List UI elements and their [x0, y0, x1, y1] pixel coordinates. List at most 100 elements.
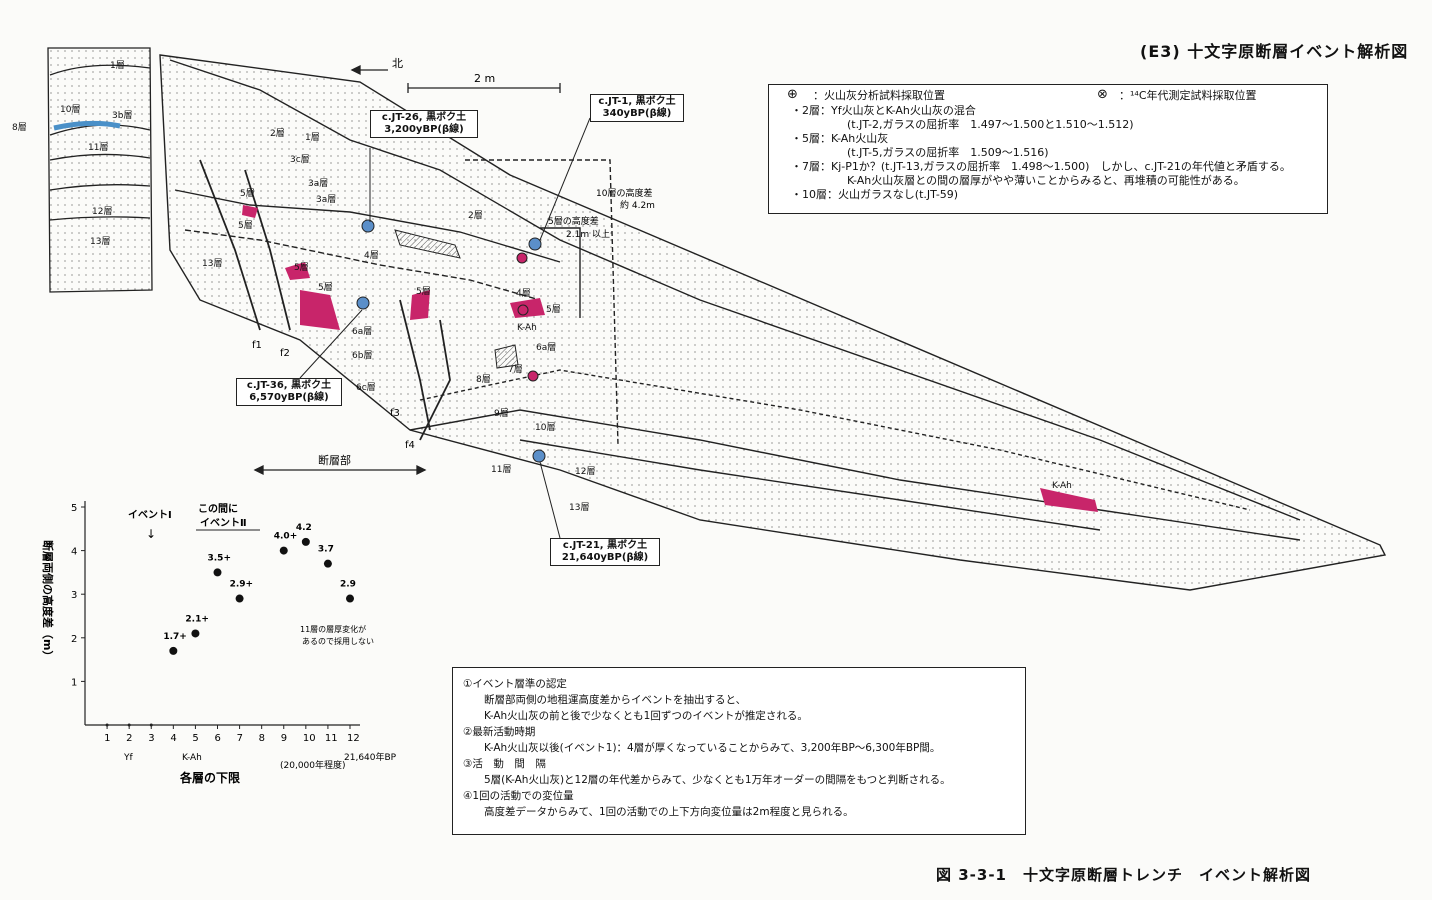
note-line: ①イベント層準の認定: [463, 678, 567, 690]
fault-zone-bracket: [253, 464, 427, 476]
height-diff-10-value: 約 4.2m: [620, 199, 655, 211]
kah-label: K-Ah: [517, 323, 537, 333]
data-point: [346, 594, 354, 603]
x-tick-label: 6: [215, 733, 221, 744]
event1-label: イベントⅠ: [128, 509, 172, 521]
note-line: 断層部両側の地租運高度差からイベントを抽出すると、: [463, 694, 747, 706]
sample-leaders: [299, 117, 591, 539]
x-tick-label: 11: [325, 733, 338, 744]
sample-label: c.JT-36, 黒ボク土: [246, 380, 332, 391]
x-tick-label: 8: [259, 733, 265, 744]
sample-age: 6,570yBP(β線): [249, 392, 329, 403]
height-diff-5-label: 5層の高度差: [548, 215, 599, 227]
data-label: 4.0+: [274, 532, 297, 542]
data-label: 2.1+: [185, 614, 208, 624]
layer-label: 7層: [508, 364, 523, 375]
y-tick-label: 3: [71, 590, 77, 601]
layer-label: 5層: [546, 304, 561, 315]
scale-label: 2 m: [474, 72, 495, 85]
x-tick-label: 3: [148, 733, 154, 744]
fault-label-f1: f1: [252, 340, 262, 351]
layer-label: 5層: [294, 262, 309, 273]
layer-label: 3a層: [308, 178, 328, 189]
data-point: [279, 546, 288, 555]
interpretation-notes: ①イベント層準の認定 断層部両側の地租運高度差からイベントを抽出すると、 K-A…: [452, 667, 1026, 835]
layer-label: 13層: [202, 258, 222, 269]
data-point: [323, 559, 332, 568]
layer-label: 3b層: [112, 110, 132, 121]
layer-label: 6c層: [356, 382, 376, 393]
sample-age: 340yBP(β線): [602, 108, 672, 119]
layer-label: 8層: [12, 122, 27, 133]
layer-label: 13層: [569, 502, 589, 513]
layer-label: 5層: [318, 282, 333, 293]
legend-c14: ：¹⁴C年代測定試料採取位置: [1119, 89, 1257, 102]
layer-label: 2層: [270, 128, 285, 139]
yf-label: Yf: [123, 753, 133, 763]
sample-age: 3,200yBP(β線): [384, 124, 464, 135]
fault-label-f4: f4: [405, 440, 415, 451]
x-tick-label: 1: [104, 733, 110, 744]
x-tick-label: 4: [170, 733, 176, 744]
note-line: 5層(K-Ah火山灰)と12層の年代差からみて、少なくとも1万年オーダーの間隔を…: [463, 774, 951, 786]
kah-label: K-Ah: [1052, 481, 1072, 491]
x-tick-label: 7: [237, 733, 243, 744]
trench-main-wall: [159, 54, 1387, 591]
legend-line-4: (t.JT-5,ガラスの屈折率 1.509〜1.516): [847, 146, 1049, 159]
event2-label: イベントⅡ: [200, 517, 247, 529]
event1-arrow-icon: ↓: [146, 527, 156, 541]
data-label: 4.2: [296, 523, 312, 533]
north-label: 北: [392, 57, 403, 70]
x-tick-label: 2: [126, 733, 132, 744]
fault-label-f2: f2: [280, 348, 290, 359]
zero-point: [105, 723, 109, 727]
layer-label: 5層: [240, 188, 255, 199]
layer-label: 2層: [468, 210, 483, 221]
x-tick-label: 9: [281, 733, 287, 744]
y-tick-label: 1: [71, 677, 77, 688]
kah-tephra-patches: [242, 205, 1098, 512]
figure-caption: 図 3-3-1 十文字原断層トレンチ イベント解析図: [936, 866, 1311, 884]
layer-label: 13層: [90, 236, 110, 247]
legend-line-2: (t.JT-2,ガラスの屈折率 1.497〜1.500と1.510〜1.512): [847, 118, 1134, 131]
layer-label: 1層: [305, 132, 320, 143]
x-tick-label: 12: [347, 733, 360, 744]
sample-age: 21,640yBP(β線): [561, 552, 649, 563]
data-point: [191, 629, 200, 638]
layer-label: 9層: [494, 408, 509, 419]
layer-label: 12層: [575, 466, 595, 477]
layer-labels: 1層 1層 2層 2層 3b層 3c層 3a層 3a層 4層 4層 5層 5層 …: [12, 60, 1072, 513]
layer-label: 4層: [364, 250, 379, 261]
sample-box-jt26: c.JT-26, 黒ボク土 3,200yBP(β線): [370, 110, 478, 138]
layer-label: 10層: [535, 422, 555, 433]
legend-line-3: ・5層：K-Ah火山灰: [791, 132, 889, 145]
layer-label: 10層: [60, 104, 80, 115]
note-line: ④1回の活動での変位量: [463, 790, 574, 802]
data-label: 3.5+: [208, 553, 231, 563]
layer-label: 11層: [491, 464, 511, 475]
layer-label: 6b層: [352, 350, 372, 361]
thickness-note-2: あるので採用しない: [302, 636, 374, 646]
sample-box-jt1: c.JT-1, 黒ボク土 340yBP(β線): [590, 94, 684, 122]
note-line: ③活 動 間 隔: [463, 758, 546, 770]
layer-label: 5層: [416, 286, 431, 297]
page-title: (E3) 十文字原断層イベント解析図: [1140, 42, 1409, 61]
data-point: [301, 537, 310, 546]
layer-label: 4層: [516, 288, 531, 299]
note-line: 高度差データからみて、1回の活動での上下方向変位量は2m程度と見られる。: [463, 806, 854, 818]
legend-line-7: ・10層：火山ガラスなし(t.JT-59): [791, 188, 959, 201]
fault-zone-label: 断層部: [318, 453, 351, 467]
scale-bar: [407, 83, 561, 93]
fault-label-f3: f3: [390, 408, 400, 419]
legend-box: ⊕ ：火山灰分析試料採取位置 ⊗ ：¹⁴C年代測定試料採取位置 ・2層：Yf火山…: [768, 84, 1328, 214]
data-label: 1.7+: [163, 632, 186, 642]
height-diff-5-value: 2.1m 以上: [566, 229, 610, 240]
sample-label: c.JT-26, 黒ボク土: [381, 112, 467, 123]
tephra-sample-icon: ⊕: [787, 87, 798, 102]
data-label: 3.7: [318, 545, 334, 555]
zero-point: [127, 723, 131, 727]
c14-sample-icon: ⊗: [1097, 87, 1108, 102]
y-axis-label: 断層両側の高度差（m）: [41, 540, 55, 661]
